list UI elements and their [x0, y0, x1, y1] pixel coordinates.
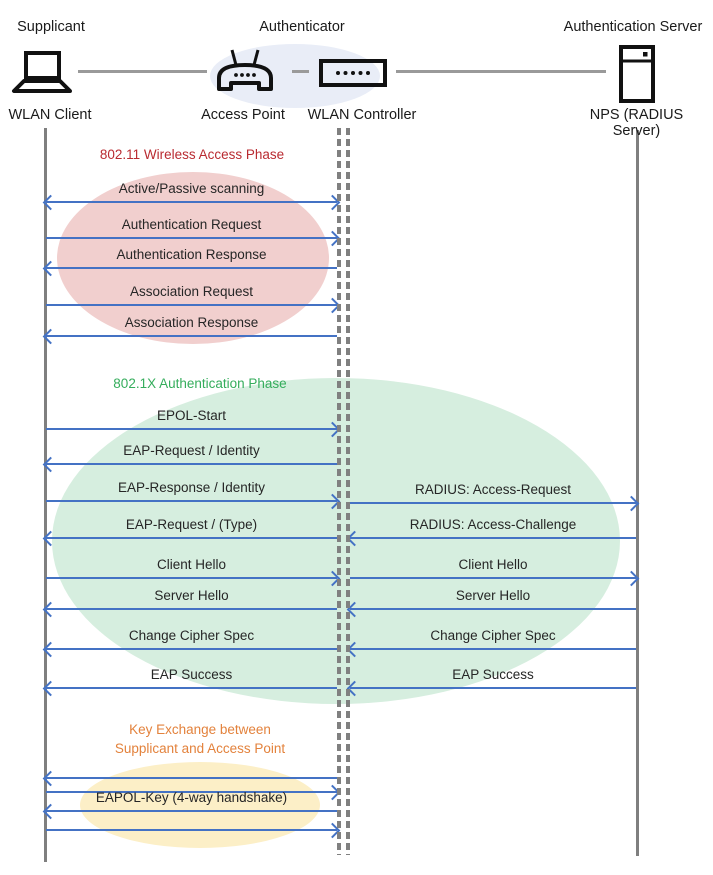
message-label-right-4: Change Cipher Spec — [430, 628, 556, 643]
message-arrow-left-1 — [46, 230, 341, 247]
message-arrow-right-1 — [346, 530, 636, 547]
message-label-left-8: EAP-Request / (Type) — [125, 517, 258, 532]
message-arrow-right-2 — [350, 570, 640, 587]
message-arrow-left-0 — [42, 194, 341, 211]
message-arrow-left-8 — [42, 530, 337, 547]
phase3-title-line1: Key Exchange between — [129, 722, 271, 737]
phase3-title-line2: Supplicant and Access Point — [114, 741, 286, 756]
message-arrow-right-5 — [346, 680, 636, 697]
message-arrow-left-2 — [42, 260, 337, 277]
message-label-right-3: Server Hello — [455, 588, 531, 603]
message-arrow-left-10 — [42, 601, 337, 618]
lifeline-dashed-access-point — [337, 128, 341, 855]
device-label-access-point: Access Point — [201, 107, 285, 123]
message-arrow-left-11 — [42, 641, 337, 658]
message-label-left-10: Server Hello — [154, 588, 229, 603]
message-arrow-left-13 — [42, 770, 337, 787]
message-label-left-3: Association Request — [129, 284, 254, 299]
connector-line-client-ap — [78, 70, 207, 73]
message-label-right-0: RADIUS: Access-Request — [414, 482, 572, 497]
message-arrow-left-15 — [42, 803, 337, 820]
authenticator-group-ellipse — [210, 44, 380, 108]
phase3-ellipse — [80, 762, 320, 848]
message-arrow-left-9 — [46, 570, 341, 587]
server-icon — [619, 45, 655, 108]
message-label-left-5: EPOL-Start — [156, 408, 227, 423]
connector-line-controller-server — [396, 70, 606, 73]
message-arrow-right-4 — [346, 641, 636, 658]
message-arrow-left-6 — [42, 456, 337, 473]
laptop-icon — [10, 50, 74, 101]
message-arrow-left-5 — [46, 421, 341, 438]
message-label-right-2: Client Hello — [458, 557, 528, 572]
message-label-left-15: EAPOL-Key (4-way handshake) — [95, 790, 288, 805]
lifeline-radius-server — [636, 130, 639, 856]
message-label-left-12: EAP Success — [150, 667, 233, 682]
message-label-left-6: EAP-Request / Identity — [123, 443, 260, 458]
message-label-left-2: Authentication Response — [116, 247, 267, 262]
role-label-authentication-server: Authentication Server — [563, 19, 703, 35]
message-arrow-left-12 — [42, 680, 337, 697]
message-arrow-left-16 — [46, 822, 341, 839]
connector-dash-ap-controller — [292, 70, 309, 73]
message-label-left-11: Change Cipher Spec — [128, 628, 255, 643]
phase1-ellipse — [57, 172, 329, 344]
message-label-left-7: EAP-Response / Identity — [117, 480, 266, 495]
message-arrow-right-0 — [350, 495, 640, 512]
phase1-title: 802.11 Wireless Access Phase — [99, 147, 285, 162]
role-label-supplicant: Supplicant — [17, 19, 85, 35]
phase2-title: 802.1X Authentication Phase — [113, 376, 287, 391]
message-label-left-0: Active/Passive scanning — [118, 181, 265, 196]
message-label-left-9: Client Hello — [156, 557, 227, 572]
device-label-nps-radius-server: NPS (RADIUS Server) — [589, 107, 684, 139]
device-label-wlan-client: WLAN Client — [8, 107, 92, 123]
wireless-access-point-icon — [212, 47, 278, 104]
message-arrow-left-14 — [46, 784, 341, 801]
lifeline-dashed-wlan-controller — [346, 128, 350, 855]
message-arrow-right-3 — [346, 601, 636, 618]
message-label-right-1: RADIUS: Access-Challenge — [409, 517, 577, 532]
message-label-right-5: EAP Success — [452, 667, 534, 682]
message-arrow-left-7 — [46, 493, 341, 510]
role-label-authenticator: Authenticator — [259, 19, 345, 35]
message-arrow-left-3 — [46, 297, 341, 314]
lifeline-wlan-client — [44, 128, 47, 862]
message-label-left-1: Authentication Request — [121, 217, 262, 232]
message-label-left-4: Association Response — [124, 315, 259, 330]
message-arrow-left-4 — [42, 328, 337, 345]
wlan-controller-icon — [319, 59, 387, 92]
device-label-wlan-controller: WLAN Controller — [307, 107, 417, 123]
